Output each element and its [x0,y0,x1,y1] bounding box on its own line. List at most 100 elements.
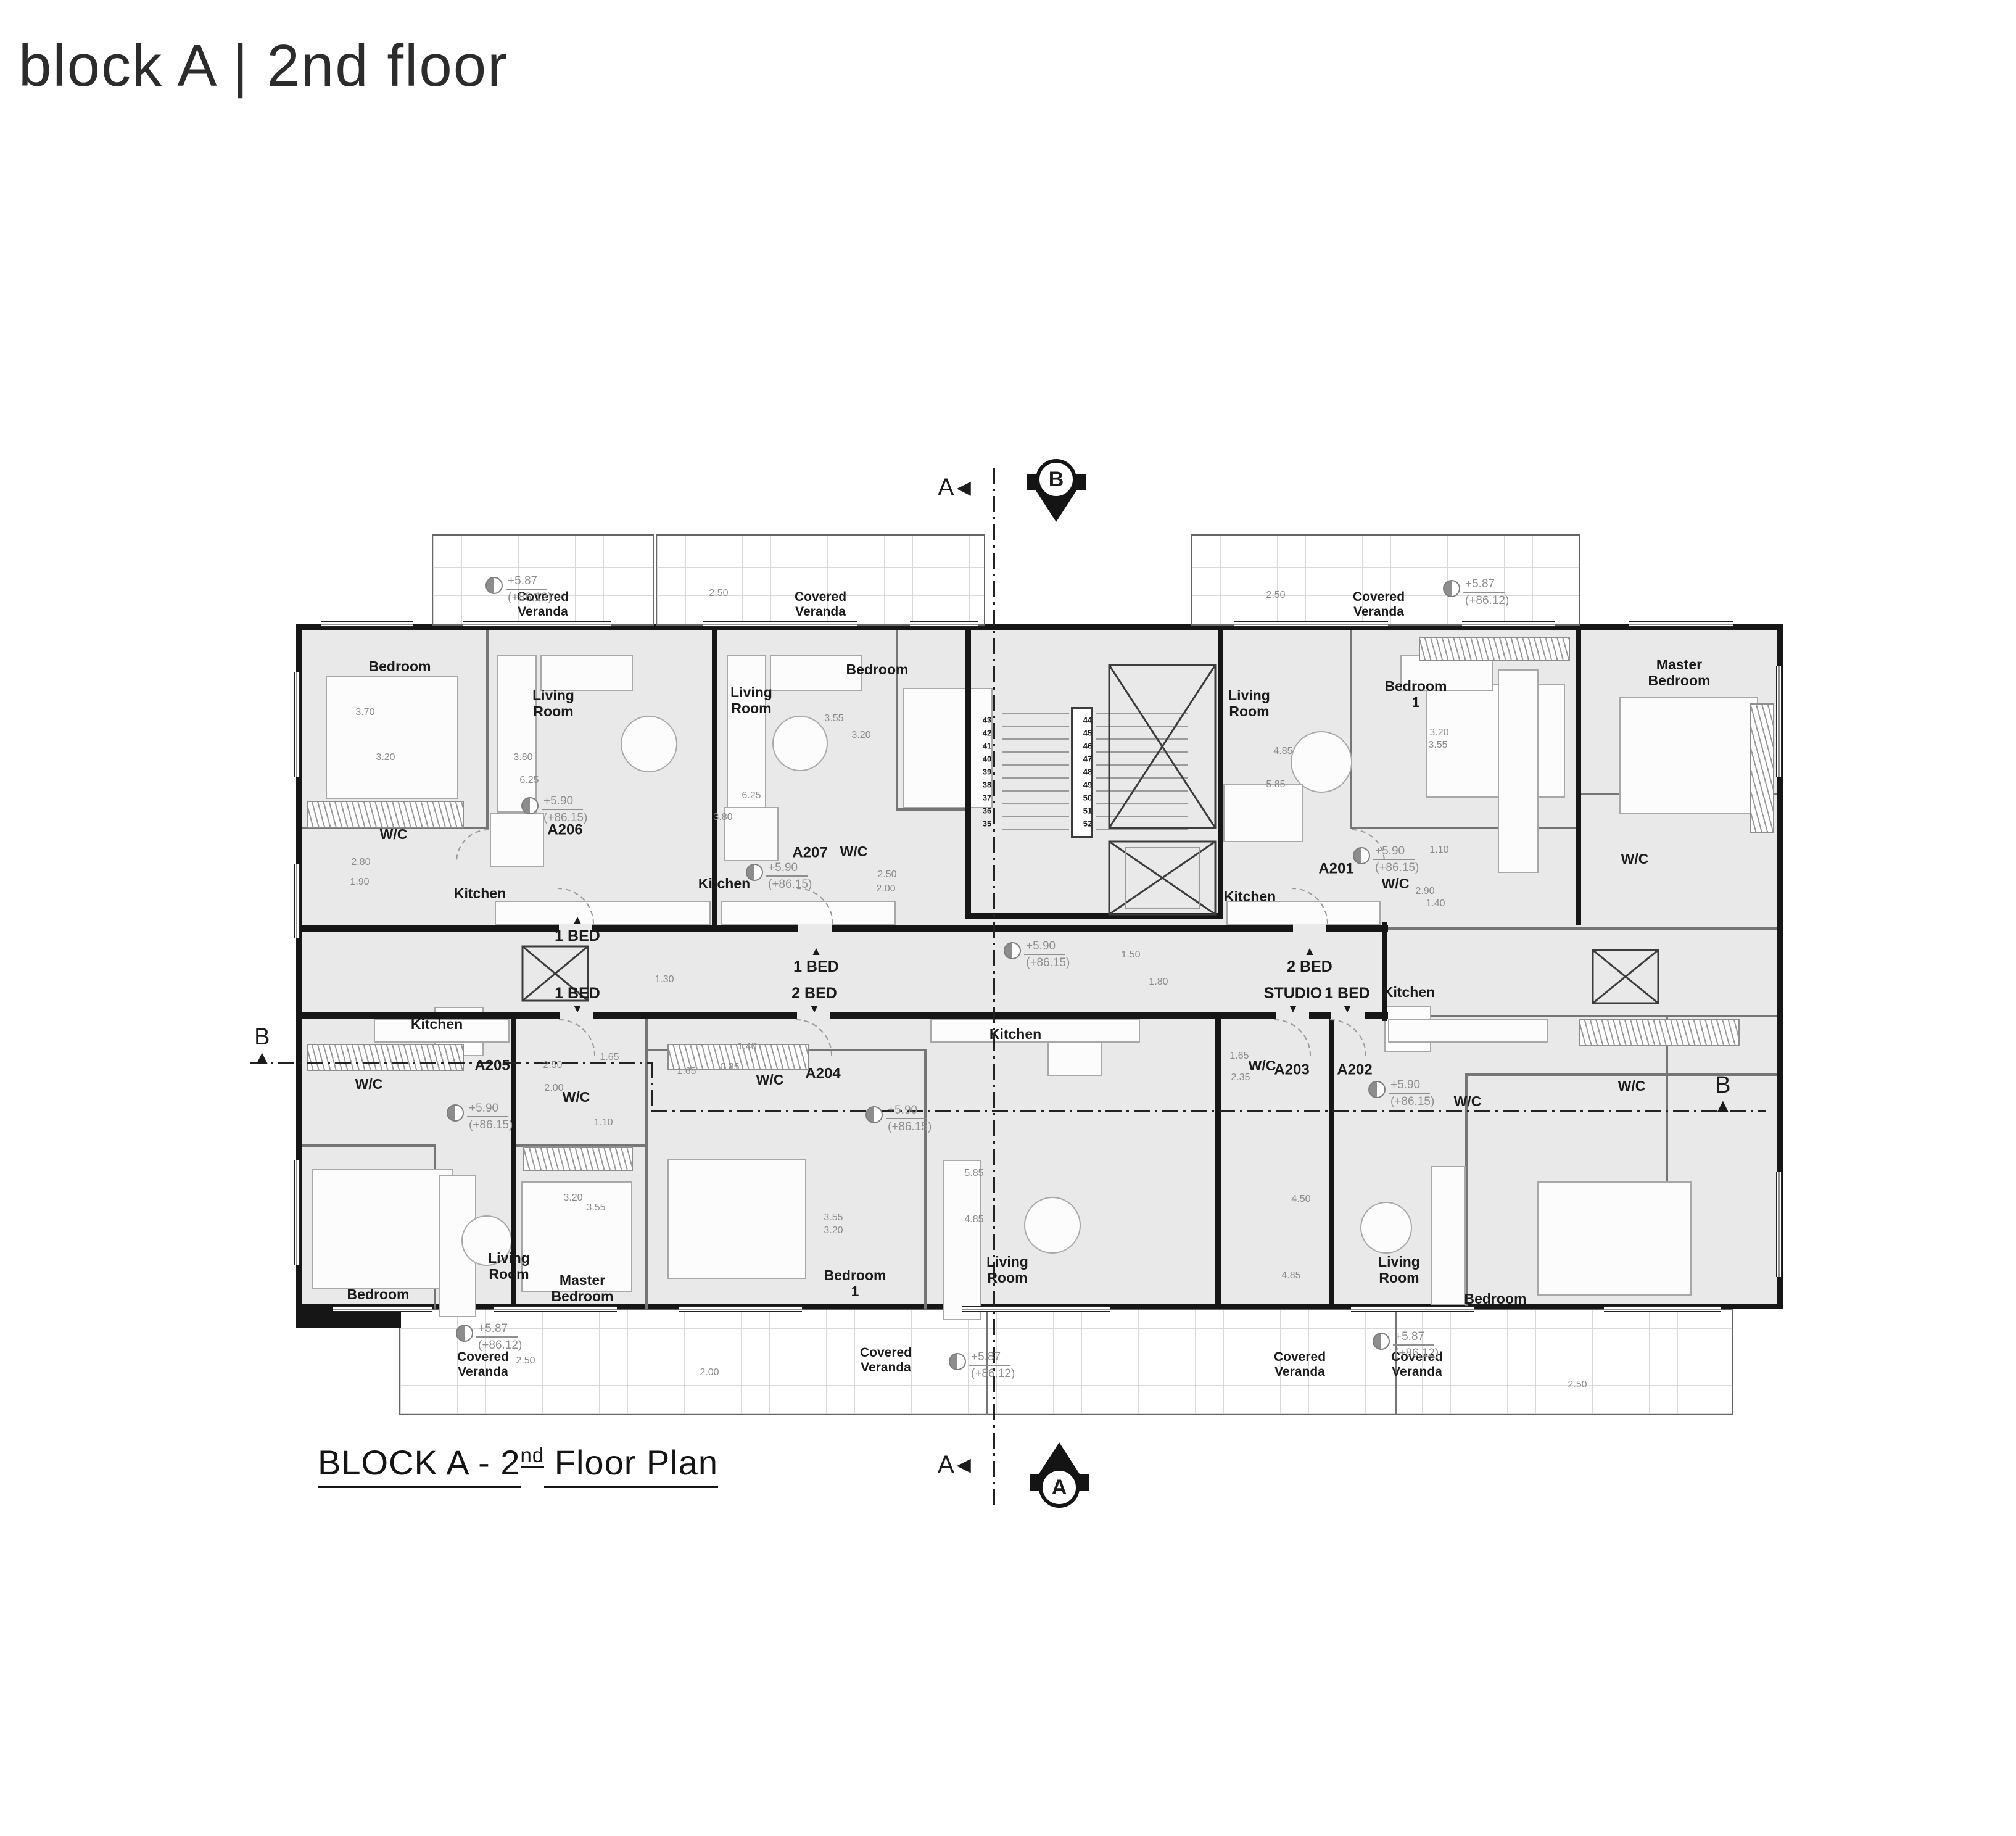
label-w-c: W/C [562,1088,590,1105]
door-opening [1276,1011,1309,1020]
stair-tread [1002,829,1069,830]
elevation-symbol-icon [1443,580,1460,597]
label-2-50: 2.50 [877,869,897,880]
wall [1576,630,1581,925]
wall-corridor-bottom [302,1012,1388,1019]
stair-tread [1096,829,1188,830]
label-kitchen: Kitchen [989,1025,1042,1042]
label-a203: A203 [1274,1061,1310,1078]
door-opening [797,1011,830,1020]
section-line-b-left [250,1062,653,1064]
section-arrow-icon: ◀ [956,1454,971,1475]
label-1-40: 1.40 [1426,898,1445,909]
wardrobe [1579,1019,1740,1046]
elevation-symbol-icon [746,864,763,881]
veranda-top-right [1191,534,1580,626]
section-line-a [993,468,995,1509]
stair-number: 39 [982,767,992,777]
label-kitchen: Kitchen [1223,888,1276,904]
bedroom-bump-wall [296,1309,401,1328]
stair-tread [1096,738,1188,740]
label-bedroom: Bedroom [1464,1290,1527,1307]
door-opening [798,924,832,933]
sofa [540,655,633,691]
label-w-c: W/C [1621,850,1649,867]
label-w-c: W/C [379,825,408,842]
veranda-divider [986,1309,988,1415]
stair-tread [1096,790,1188,792]
stair-number: 36 [982,806,992,816]
label-covered-veranda: Covered Veranda [1352,590,1405,619]
label-kitchen: Kitchen [453,885,506,901]
sofa [1498,669,1539,873]
stair-tread [1002,816,1069,817]
stair-number: 48 [1083,767,1093,777]
bed [326,676,458,799]
elevation-marker: +5.90(+86.15) [1368,1078,1436,1109]
label-0-85: 0.85 [720,1061,740,1072]
label-w-c: W/C [1381,875,1410,891]
label-3-20: 3.20 [1429,727,1449,738]
section-line-b-jog [651,1062,653,1111]
bed [1619,697,1758,814]
wall-core-bottom [965,913,1223,919]
elevation-symbol-icon [447,1104,464,1122]
label-3-55: 3.55 [824,713,844,724]
label-: ▼ [808,1003,820,1016]
wardrobe [667,1044,809,1070]
label-5-85: 5.85 [1266,779,1286,790]
label-3-20: 3.20 [563,1192,583,1203]
elevation-symbol-icon [485,577,503,594]
stair-number: 41 [982,741,992,751]
stair-number: 40 [982,754,992,764]
label-1-40: 1.40 [737,1041,757,1052]
label-w-c: W/C [840,843,868,859]
label-3-20: 3.20 [824,1225,843,1236]
section-letter: B [254,1024,270,1050]
direction-pin-a: A [1030,1440,1089,1509]
coffee-table [1024,1197,1081,1254]
bed [903,688,993,808]
label-w-c: W/C [756,1071,784,1088]
stair-number: 35 [982,819,992,829]
elevation-marker: +5.87(+86.12) [485,574,553,605]
section-line-b-right [651,1110,1766,1112]
window [1776,666,1782,777]
window [1776,1172,1782,1277]
label-2-50: 2.50 [1568,1379,1587,1390]
label-: ▲ [1303,945,1316,959]
plan-caption: BLOCK A - 2nd Floor Plan [318,1442,719,1488]
stair-number: 38 [982,780,992,790]
bed [312,1169,453,1289]
window [463,621,611,627]
divider [896,630,898,809]
label-a201: A201 [1318,860,1354,877]
label-bedroom: Bedroom [347,1286,410,1302]
sofa [770,655,862,691]
stair-stringer [1071,707,1093,838]
divider [513,1144,648,1147]
wall [712,630,717,925]
coffee-table [772,716,828,771]
label-covered-veranda: Covered Veranda [1390,1350,1444,1379]
label-3-55: 3.55 [824,1212,843,1223]
label-kitchen: Kitchen [1382,983,1436,1000]
stair-tread [1002,790,1069,792]
label-: ▼ [1341,1003,1353,1016]
label-master-bedroom: Master Bedroom [1648,656,1711,688]
window [321,621,413,627]
coffee-table [1291,731,1352,793]
divider [924,1049,927,1309]
wardrobe [523,1146,633,1171]
stair-tread [1002,777,1069,779]
stair-number: 52 [1083,819,1093,829]
label-4-85: 4.85 [1273,745,1293,756]
door-opening [1331,1011,1365,1020]
kitchen-counter [721,901,896,925]
label-living-room: Living Room [488,1249,530,1282]
label-w-c: W/C [1248,1057,1276,1073]
elevation-marker: +5.87(+86.12) [1443,577,1511,608]
label-3-20: 3.20 [376,751,395,763]
label-studio: STUDIO [1263,984,1323,1002]
label-kitchen: Kitchen [698,875,751,891]
